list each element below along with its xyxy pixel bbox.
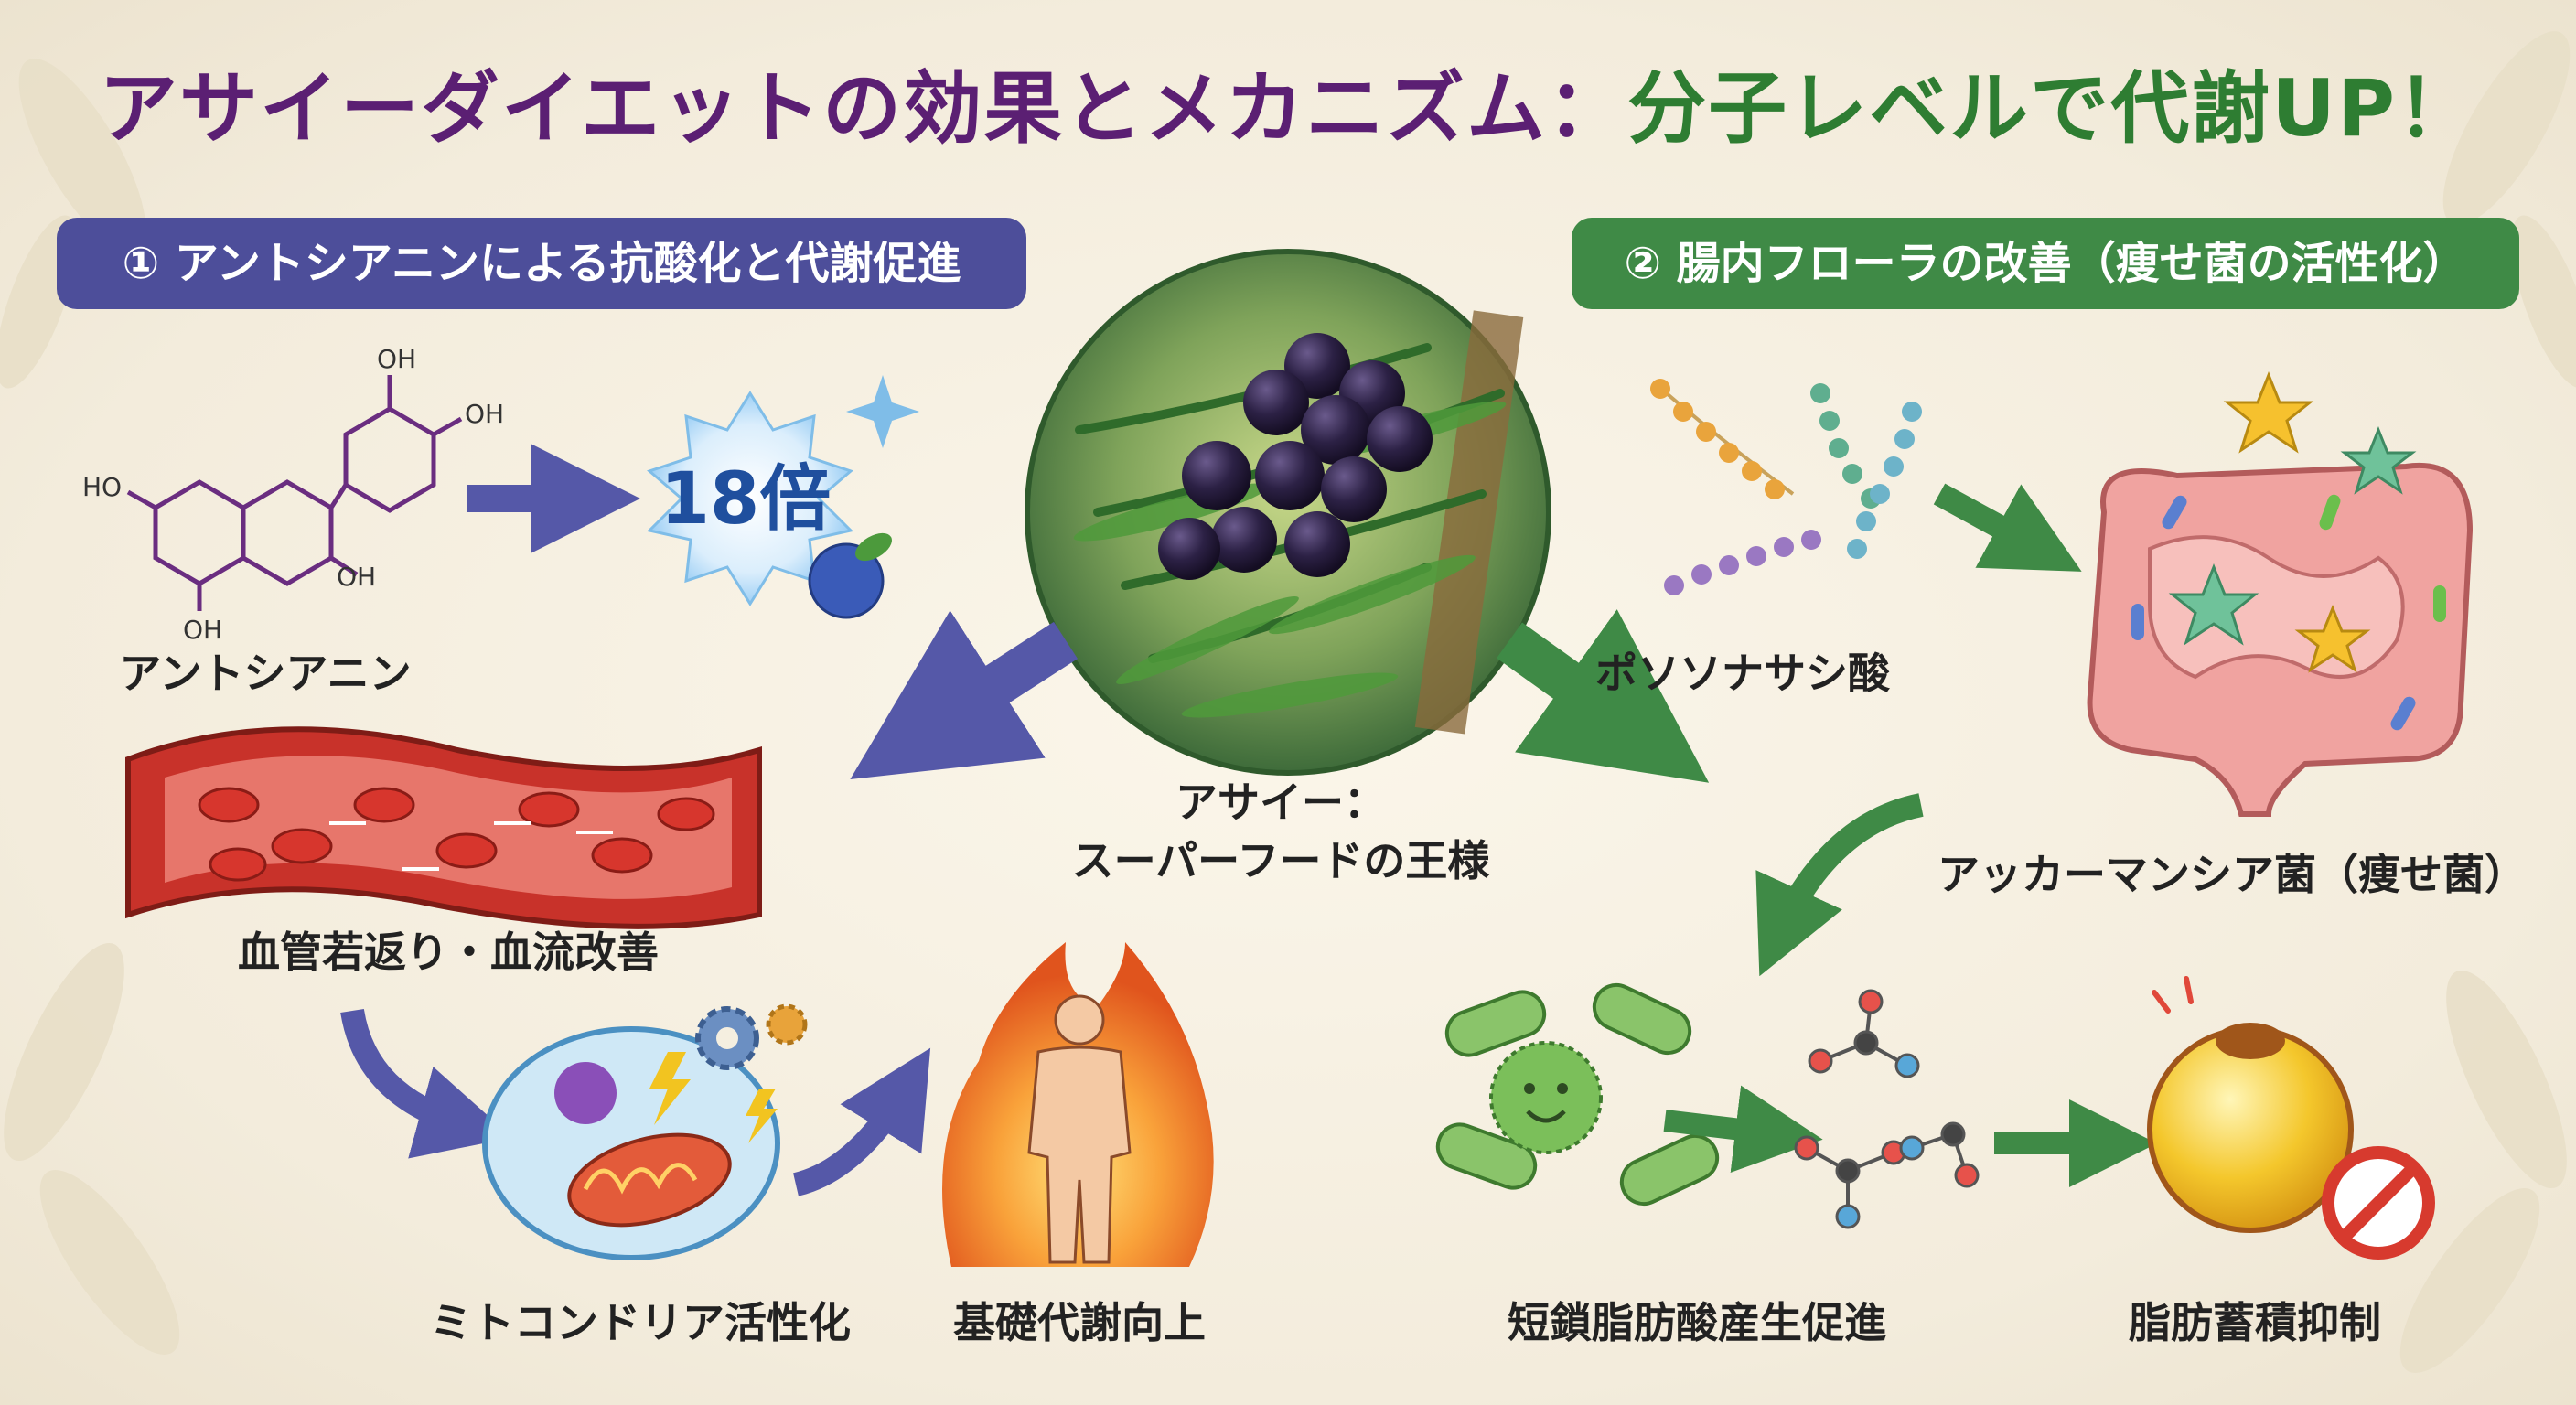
arrow-to-gut	[1497, 609, 1710, 783]
arrow-to-vessel	[850, 610, 1079, 780]
section-banner-antioxidant: ① アントシアニンによる抗酸化と代謝促進	[57, 218, 1026, 309]
vessel-label: 血管若返り・血流改善	[238, 928, 659, 977]
lightning-icon	[649, 1052, 778, 1143]
akkermansia-label: アッカーマンシア菌（痩せ菌）	[1937, 850, 2527, 899]
arrow-to-intestine	[1933, 483, 2082, 572]
blood-vessel-icon	[125, 726, 762, 929]
fat-cell-icon	[2147, 976, 2354, 1233]
acid-label: ポソソナサシ酸	[1595, 649, 1890, 698]
molecule-group-label: OH	[377, 344, 416, 374]
flame-body-icon	[942, 942, 1214, 1267]
intestine-icon	[2087, 370, 2474, 817]
mitochondria-cell-icon	[482, 1026, 780, 1260]
molecule-label: アントシアニン	[119, 649, 412, 698]
molecule-group-label: OH	[465, 399, 504, 429]
arrow-to-fatty-acids	[1663, 1085, 1823, 1173]
scfa-label: 短鎖脂肪酸産生促進	[1508, 1298, 1886, 1347]
acai-label-line-1: アサイー：	[1175, 778, 1386, 827]
section-banner-gut-flora: ② 腸内フローラの改善（痩せ菌の活性化）	[1572, 218, 2519, 309]
bacteria-icon	[1435, 982, 1720, 1207]
anthocyanin-molecule-icon	[126, 375, 463, 611]
section-label: 腸内フローラの改善（痩せ菌の活性化）	[1676, 238, 2467, 289]
section-number: ②	[1624, 238, 1661, 289]
metabolism-label: 基礎代謝向上	[953, 1298, 1206, 1347]
section-number: ①	[122, 238, 160, 289]
arrow-to-scfa	[1755, 793, 1924, 977]
arrow-to-mitochondria	[340, 1008, 513, 1159]
section-label: アントシアニンによる抗酸化と代謝促進	[174, 238, 961, 289]
title-part-2: 分子レベルで代謝UP！	[1627, 63, 2477, 155]
molecule-group-label: OH	[183, 615, 222, 645]
acai-berries-icon	[1025, 249, 1551, 776]
sparkle-badge-icon	[647, 375, 919, 606]
prohibited-icon	[2322, 1146, 2435, 1260]
mitochondria-label: ミトコンドリア活性化	[430, 1298, 851, 1347]
acai-label-line-2: スーパーフードの王様	[1071, 836, 1490, 885]
fat-label: 脂肪蓄積抑制	[2129, 1298, 2381, 1347]
arrow-to-metabolism	[792, 1047, 931, 1196]
badge-18x: 18倍	[660, 458, 832, 541]
molecule-group-label: OH	[337, 562, 376, 592]
blueberry-icon	[808, 532, 892, 619]
title-part-1: アサイーダイエットの効果とメカニズム：	[98, 63, 1628, 155]
acai-label: アサイー： スーパーフードの王様	[1072, 773, 1490, 890]
bead-chain-icon	[1650, 379, 1922, 595]
fatty-acid-molecule-icon	[1794, 989, 1980, 1229]
gear-icon	[695, 1003, 808, 1070]
molecule-group-label: HO	[82, 472, 122, 502]
page-title: アサイーダイエットの効果とメカニズム：分子レベルで代謝UP！	[0, 44, 2576, 158]
